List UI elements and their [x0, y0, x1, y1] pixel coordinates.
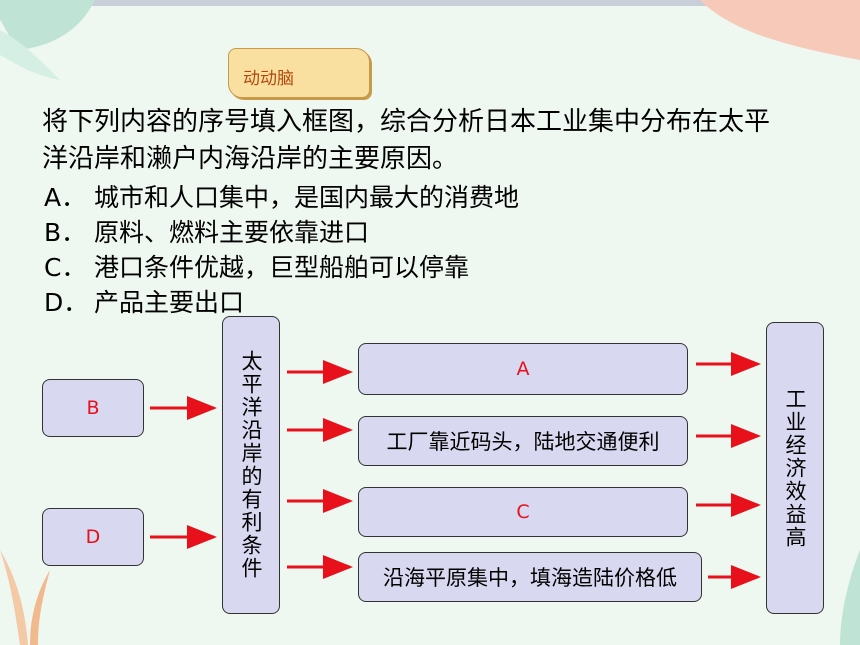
option-text: 产品主要出口	[94, 288, 245, 317]
option-key: A．	[44, 183, 87, 212]
title-scroll-banner: 动动脑	[228, 48, 370, 98]
input-box-d: D	[42, 508, 144, 566]
input-box-b: B	[42, 379, 144, 437]
option-key: D．	[44, 288, 89, 317]
title-scroll-label: 动动脑	[243, 69, 294, 89]
condition-box-a: A	[358, 343, 688, 395]
leaf-decoration-top-left	[0, 0, 95, 80]
condition-box-land: 沿海平原集中，填海造陆价格低	[358, 552, 702, 602]
condition-box-c: C	[358, 487, 688, 537]
condition-box-land-label: 沿海平原集中，填海造陆价格低	[383, 566, 677, 590]
condition-box-a-label: A	[516, 358, 530, 380]
top-bar-decoration	[0, 0, 860, 6]
condition-box-transport-label: 工厂靠近码头，陆地交通便利	[386, 430, 660, 454]
center-conditions-label: 太平洋沿岸的有利条件	[239, 350, 263, 580]
result-label: 工业经济效益高	[783, 387, 807, 549]
input-box-d-label: D	[85, 526, 101, 548]
condition-box-c-label: C	[516, 501, 530, 523]
plant-decoration-bottom-left	[0, 550, 50, 645]
option-text: 城市和人口集中，是国内最大的消费地	[94, 183, 520, 212]
plant-decoration-bottom-right	[840, 550, 860, 645]
result-box: 工业经济效益高	[766, 322, 824, 614]
question-text: 将下列内容的序号填入框图，综合分析日本工业集中分布在太平洋沿岸和濑户内海沿岸的主…	[42, 107, 771, 174]
option-text: 港口条件优越，巨型船舶可以停靠	[94, 253, 470, 282]
option-text: 原料、燃料主要依靠进口	[94, 218, 370, 247]
option-list: A． 城市和人口集中，是国内最大的消费地 B． 原料、燃料主要依靠进口 C． 港…	[44, 180, 519, 320]
option-d: D． 产品主要出口	[44, 285, 519, 320]
condition-box-transport: 工厂靠近码头，陆地交通便利	[358, 416, 688, 466]
option-c: C． 港口条件优越，巨型船舶可以停靠	[44, 250, 519, 285]
center-conditions-box: 太平洋沿岸的有利条件	[222, 316, 280, 614]
option-a: A． 城市和人口集中，是国内最大的消费地	[44, 180, 519, 215]
option-key: C．	[44, 253, 87, 282]
input-box-b-label: B	[86, 397, 100, 419]
pink-blob-decoration	[700, 0, 860, 60]
option-key: B．	[44, 218, 87, 247]
option-b: B． 原料、燃料主要依靠进口	[44, 215, 519, 250]
